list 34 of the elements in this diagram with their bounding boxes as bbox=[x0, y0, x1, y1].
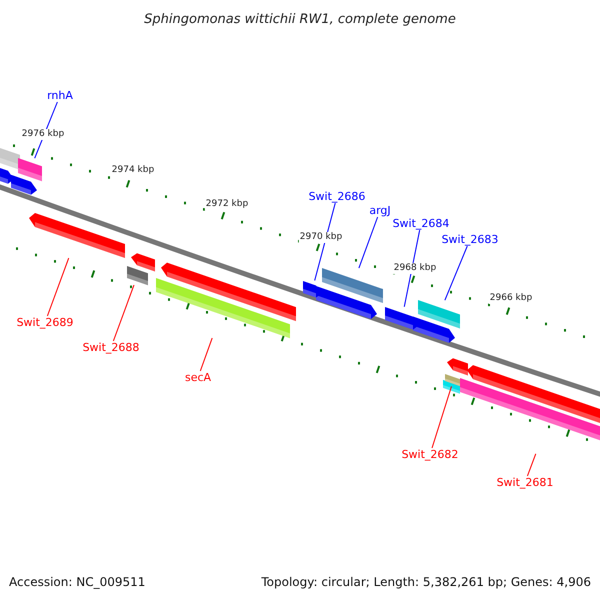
gene-label: secA bbox=[184, 371, 212, 384]
leader-line bbox=[358, 216, 378, 269]
gene-feature bbox=[127, 266, 148, 286]
leader-line bbox=[432, 386, 452, 448]
position-label: 2972 kbp bbox=[204, 199, 250, 210]
gene-label: argJ bbox=[369, 204, 391, 217]
gene-label: rnhA bbox=[47, 89, 73, 102]
accession-label: Accession: NC_009511 bbox=[9, 574, 146, 591]
position-label: 2974 kbp bbox=[110, 165, 156, 176]
gene-feature bbox=[29, 213, 125, 258]
gene-label: Swit_2688 bbox=[82, 341, 140, 354]
leader-line bbox=[526, 453, 536, 476]
leader-line bbox=[112, 284, 134, 342]
gene-label: Swit_2682 bbox=[402, 448, 458, 461]
title: Sphingomonas wittichii RW1, complete genome bbox=[144, 11, 456, 29]
gene-label: Swit_2681 bbox=[496, 476, 554, 489]
gene-label: Swit_2686 bbox=[308, 190, 366, 203]
leader-line bbox=[314, 202, 336, 282]
gene-feature bbox=[418, 300, 460, 329]
leader-line bbox=[200, 338, 213, 372]
gene-label: Swit_2684 bbox=[392, 217, 450, 230]
gene-label: Swit_2689 bbox=[16, 316, 74, 329]
gene-feature bbox=[445, 374, 462, 386]
gene-feature bbox=[18, 158, 42, 182]
position-label: 2968 kbp bbox=[392, 263, 438, 274]
gene-feature bbox=[322, 268, 383, 304]
gene-label: Swit_2683 bbox=[442, 233, 498, 246]
position-label: 2966 kbp bbox=[488, 293, 534, 304]
position-label: 2976 kbp bbox=[20, 129, 66, 140]
gene-feature bbox=[385, 306, 419, 330]
position-label: 2970 kbp bbox=[298, 232, 344, 243]
gene-feature bbox=[156, 278, 290, 338]
leader-line bbox=[444, 246, 468, 301]
genome-summary: Topology: circular; Length: 5,382,261 bp; Genes: 4,906 bbox=[261, 574, 591, 591]
